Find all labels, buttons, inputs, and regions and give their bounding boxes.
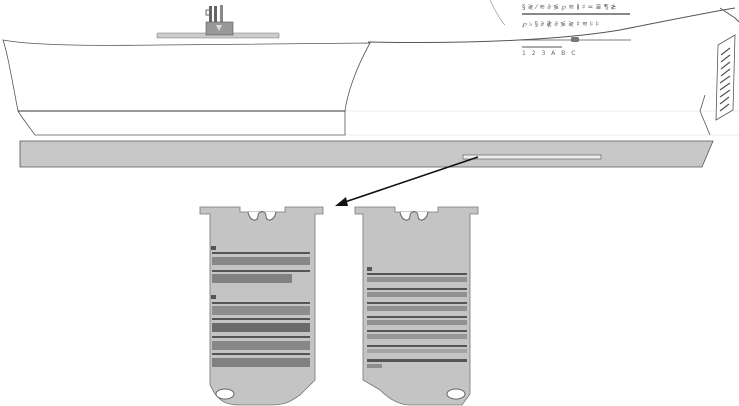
stitch-reference-card-left (199, 206, 324, 406)
panel-slider-marker (571, 37, 579, 42)
stitch-reference-card-right (354, 206, 479, 406)
vent-grille (715, 34, 736, 121)
presser-foot (205, 5, 234, 36)
machine-body-top-arc (489, 0, 506, 26)
stitch-selection-panel: § ≷ ⁄ ≋ ∂ ≶ ℘ ≋ ≬ ♯ ≍ ≣ ¶ ≵ ℘ ♭ § ∂ ≹ ∂ … (521, 3, 631, 57)
svg-text:§ ≷ ⁄ ≋ ∂ ≶ ℘ ≋ ≬ ♯ ≍ ≣ ¶ ≵: § ≷ ⁄ ≋ ∂ ≶ ℘ ≋ ≬ ♯ ≍ ≣ ¶ ≵ (522, 3, 616, 11)
machine-body-outline (367, 7, 736, 43)
base-plate (19, 140, 714, 168)
card-storage-slot (462, 154, 602, 160)
arrow-icon (335, 156, 479, 206)
svg-text:℘ ♭ § ∂ ≹ ∂ ≶ ≷ ♯ ≋ ⊧ ⊧: ℘ ♭ § ∂ ≹ ∂ ≶ ≷ ♯ ≋ ⊧ ⊧ (522, 20, 600, 28)
free-arm (2, 39, 371, 112)
mode-labels: 1 2 3 A B C (522, 50, 577, 57)
machine-body-right-edge (719, 7, 739, 23)
free-arm-lower (17, 110, 346, 136)
